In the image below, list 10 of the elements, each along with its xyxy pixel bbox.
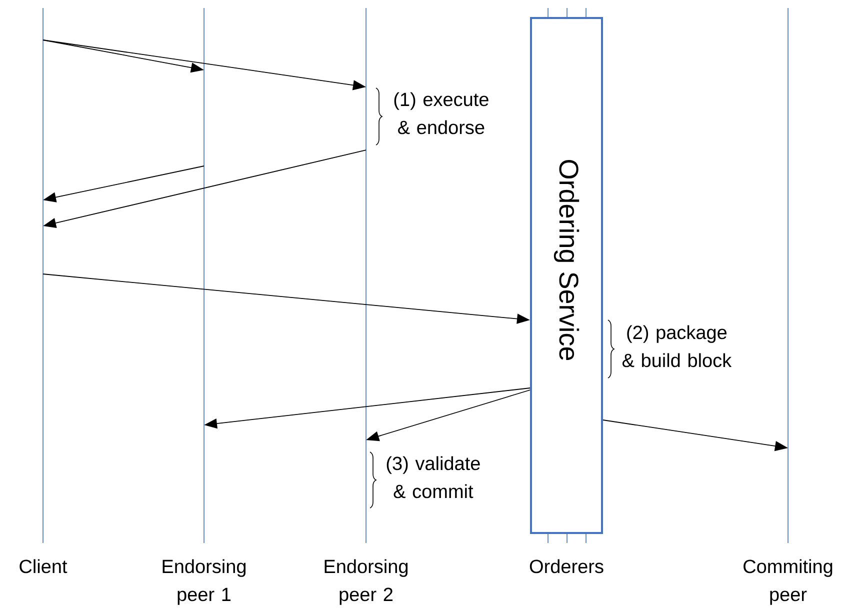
lifeline-label: Client [20,559,68,574]
step-label: (3) validate & commit [386,456,480,498]
step-label: (1) execute & endorse [394,92,488,134]
lifeline-label: Orderers [530,559,604,574]
lifeline-label: Commiting peer [744,559,832,605]
ordering-service-box: Ordering Service [530,8,603,544]
lifeline-label: Endorsing peer 1 [162,559,246,605]
step-label: (2) package & build block [622,325,732,368]
lifeline [42,8,44,544]
lifeline-label: Endorsing peer 2 [324,559,408,605]
